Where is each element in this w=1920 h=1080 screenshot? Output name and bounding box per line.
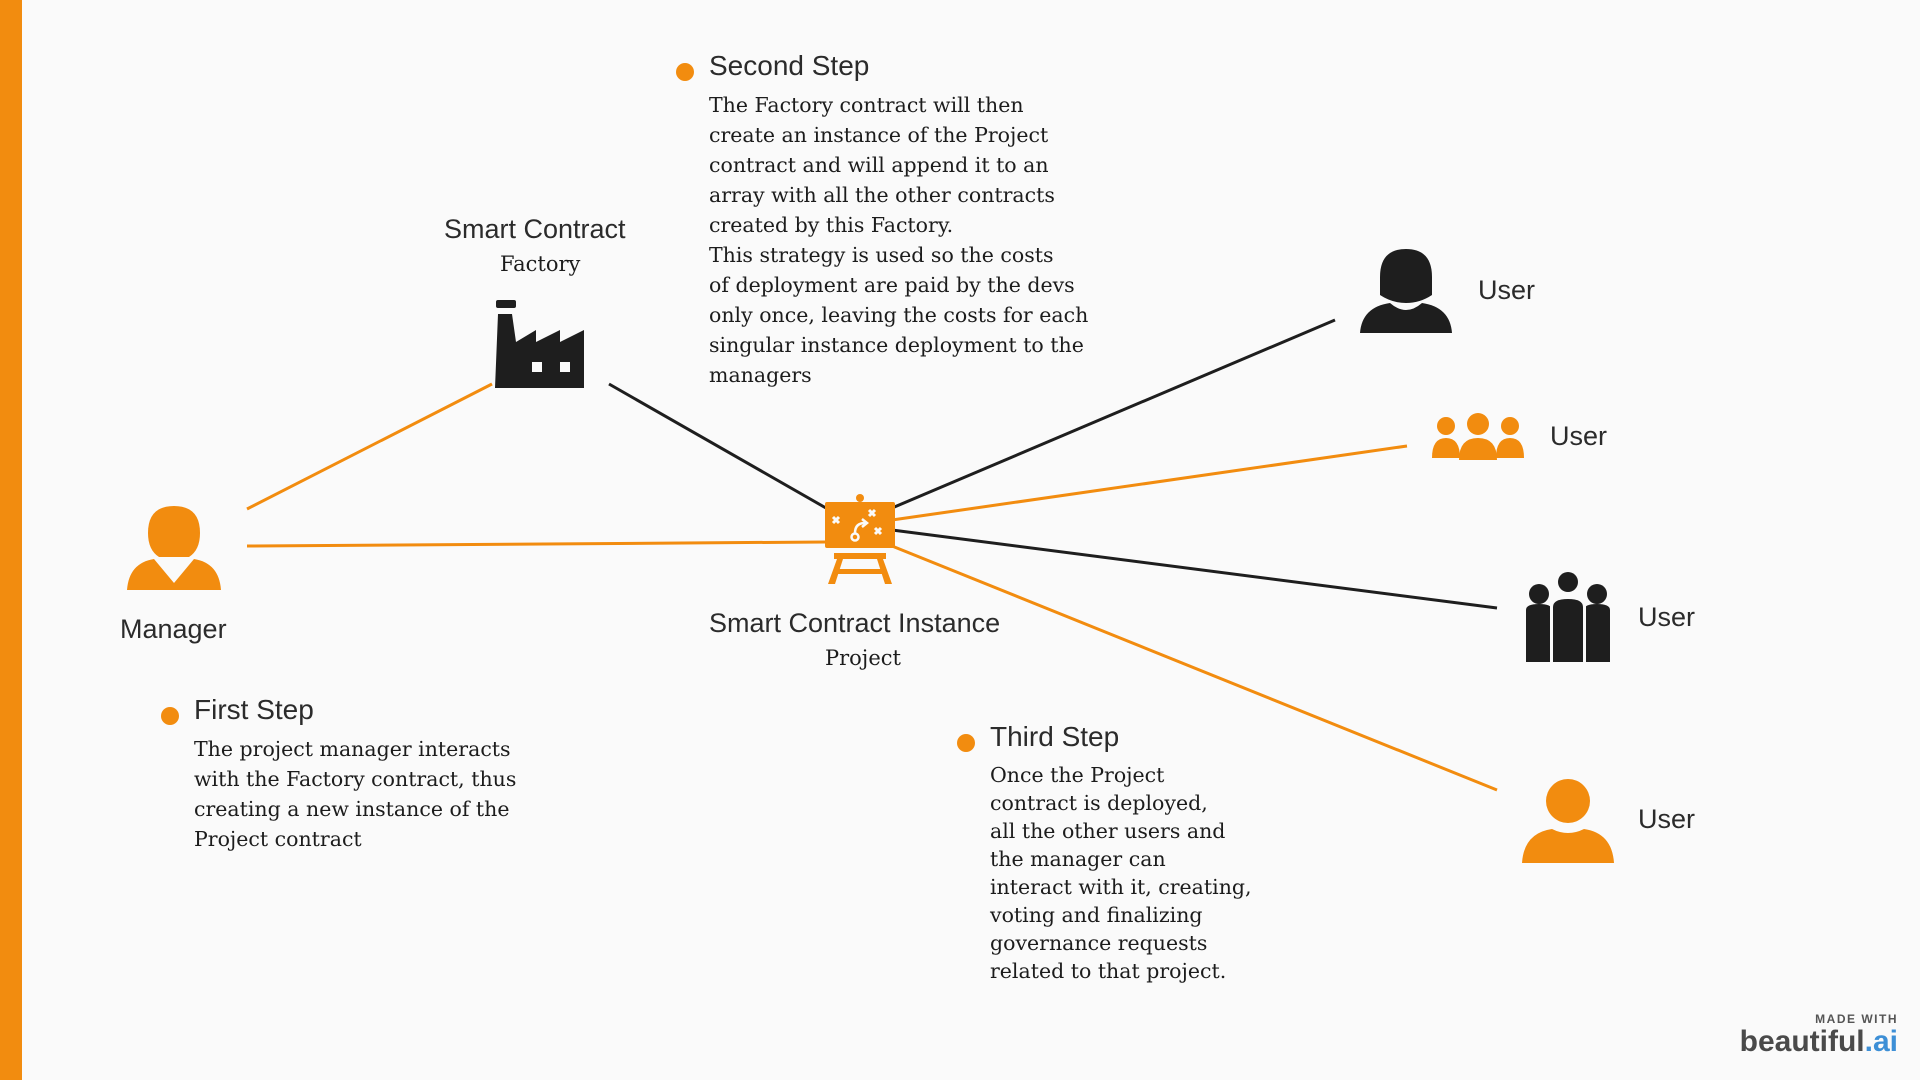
text-line: Project contract xyxy=(194,827,362,851)
instance-title: Smart Contract Instance xyxy=(709,608,1001,638)
text-line: all the other users and xyxy=(990,819,1226,843)
instance-user4-connector xyxy=(891,544,1498,792)
brand-logo: beautiful.ai xyxy=(1740,1026,1898,1058)
factory-instance-connector xyxy=(608,382,827,510)
factory-icon xyxy=(495,300,584,388)
third-step-body: Once the Project contract is deployed, a… xyxy=(990,761,1252,985)
second-step-title: Second Step xyxy=(709,50,870,81)
text-line: The Factory contract will then xyxy=(709,93,1024,117)
text-line: create an instance of the Project xyxy=(709,123,1049,147)
text-line: created by this Factory. xyxy=(709,213,954,237)
user-group-icon xyxy=(1432,413,1524,460)
text-line: governance requests xyxy=(990,931,1208,955)
instance-subtitle: Project xyxy=(825,646,901,670)
text-line: contract and will append it to an xyxy=(709,153,1049,177)
manager-instance-connector xyxy=(246,540,827,548)
made-with-branding[interactable]: MADE WITH beautiful.ai xyxy=(1740,1012,1898,1058)
accent-bar xyxy=(0,0,22,1080)
bullet-dot xyxy=(957,734,975,752)
text-line: Once the Project xyxy=(990,763,1165,787)
third-step-title: Third Step xyxy=(990,721,1120,752)
first-step-title: First Step xyxy=(194,694,314,725)
bullet-dot xyxy=(161,707,179,725)
text-line: the manager can xyxy=(990,847,1166,871)
user-label-2: User xyxy=(1550,421,1608,451)
instance-user3-connector xyxy=(891,528,1498,610)
text-line: interact with it, creating, xyxy=(990,875,1252,899)
text-line: array with all the other contracts xyxy=(709,183,1055,207)
manager-label: Manager xyxy=(120,614,227,644)
made-with-label: MADE WITH xyxy=(1815,1012,1898,1026)
text-line: The project manager interacts xyxy=(194,737,511,761)
text-line: contract is deployed, xyxy=(990,791,1208,815)
instance-user1-connector xyxy=(891,318,1336,510)
brand-suffix: .ai xyxy=(1864,1025,1898,1058)
user-label-4: User xyxy=(1638,804,1696,834)
manager-factory-connector xyxy=(246,382,493,511)
bullet-dot xyxy=(676,63,694,81)
text-line: managers xyxy=(709,363,812,387)
text-line: singular instance deployment to the xyxy=(709,333,1084,357)
text-line: voting and finalizing xyxy=(990,903,1203,927)
instance-user2-connector xyxy=(891,444,1408,522)
factory-title: Smart Contract xyxy=(444,214,626,244)
user-label-1: User xyxy=(1478,275,1536,305)
text-line: This strategy is used so the costs xyxy=(709,243,1054,267)
brand-name: beautiful xyxy=(1739,1025,1865,1058)
team-icon xyxy=(1526,570,1610,662)
second-step-body: The Factory contract will then create an… xyxy=(709,90,1088,390)
text-line: related to that project. xyxy=(990,959,1227,983)
manager-user-icon xyxy=(127,506,221,590)
user-label-3: User xyxy=(1638,602,1696,632)
text-line: creating a new instance of the xyxy=(194,797,510,821)
text-line: with the Factory contract, thus xyxy=(194,767,517,791)
user-icon xyxy=(1522,779,1614,863)
first-step-body: The project manager interacts with the F… xyxy=(194,734,516,854)
text-line: of deployment are paid by the devs xyxy=(709,273,1075,297)
strategy-board-icon xyxy=(825,494,895,584)
text-line: only once, leaving the costs for each xyxy=(709,303,1089,327)
factory-subtitle: Factory xyxy=(500,252,581,276)
female-user-icon xyxy=(1360,249,1452,333)
